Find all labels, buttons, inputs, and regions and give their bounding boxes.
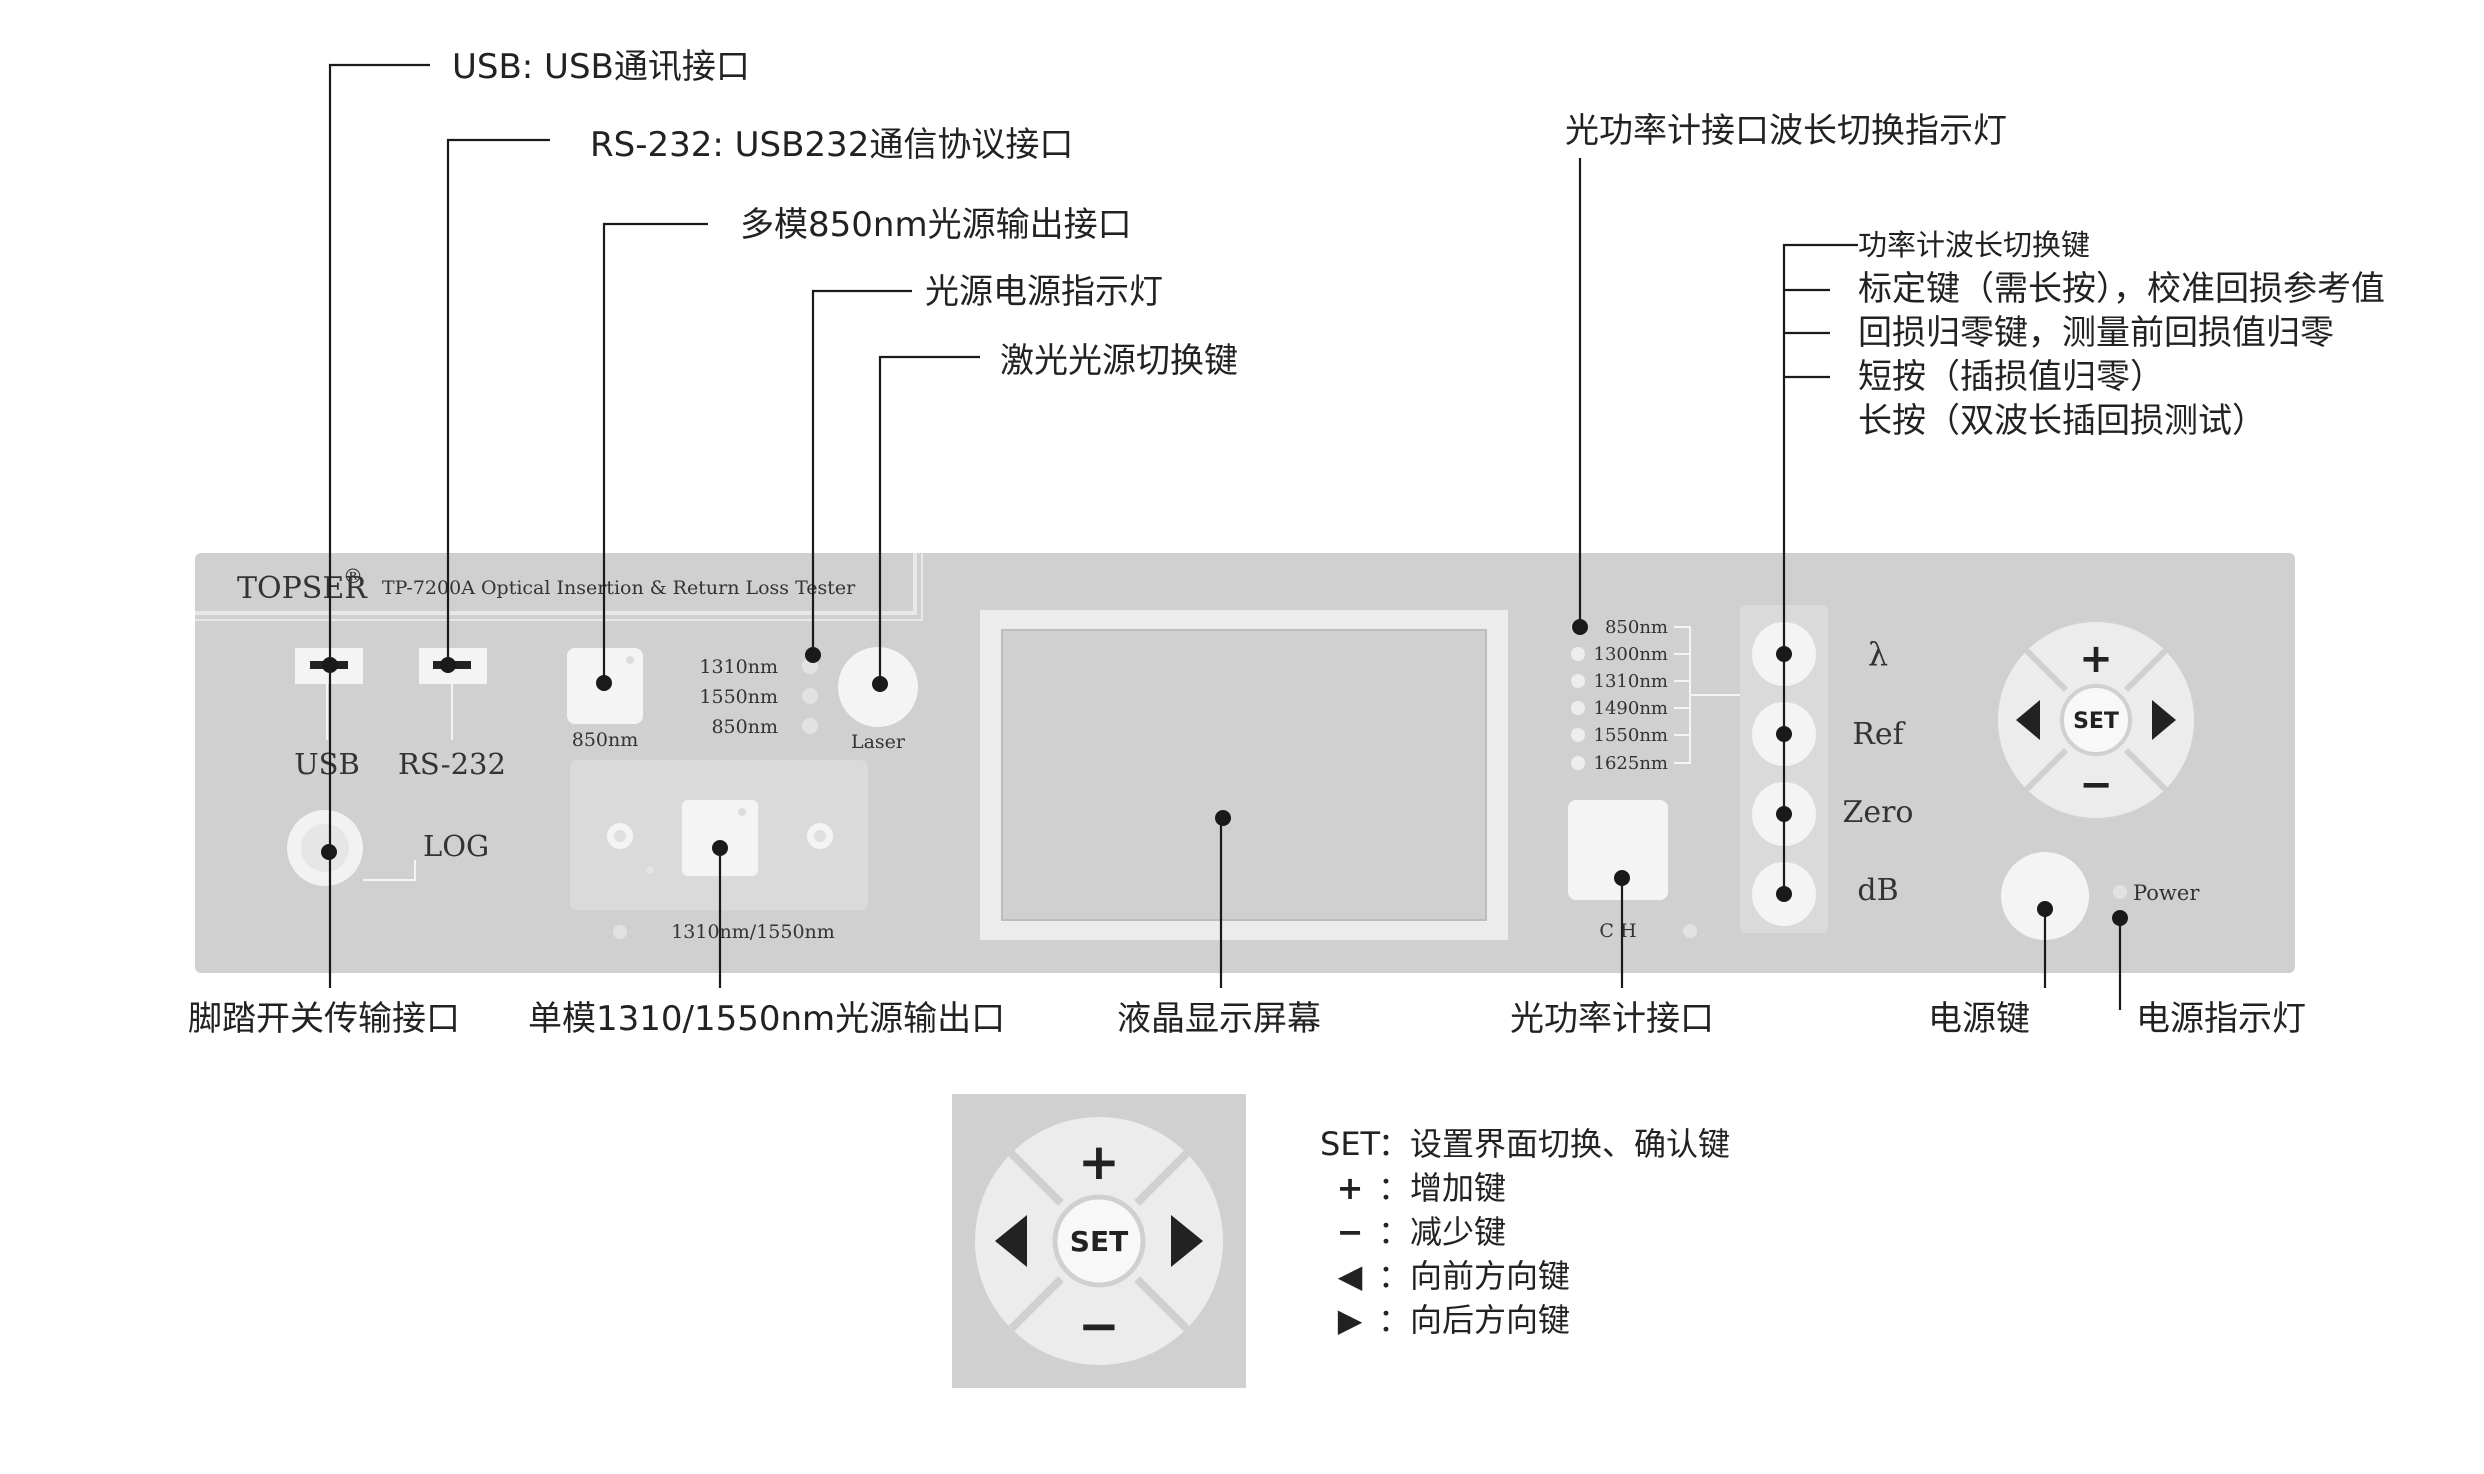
- callout-footswitch: 脚踏开关传输接口: [188, 999, 460, 1039]
- rs232-label: RS-232: [398, 747, 506, 781]
- meter-wl-1625: 1625nm: [1594, 753, 1668, 774]
- right-arrow-icon[interactable]: [2152, 700, 2176, 740]
- callout-power-key: 电源键: [1928, 999, 2030, 1039]
- callout-lambda-key: 功率计波长切换键: [1858, 228, 2090, 262]
- mm850-label: 850nm: [572, 729, 639, 751]
- left-arrow-icon[interactable]: [2016, 700, 2040, 740]
- callout-mm850: 多模850nm光源输出接口: [740, 205, 1132, 245]
- model-name: TP-7200A Optical Insertion & Return Loss…: [382, 577, 856, 599]
- legend-key-plus: +: [1337, 1169, 1364, 1207]
- nav-pad: SET + −: [1998, 622, 2194, 818]
- lcd-screen: [1001, 629, 1487, 921]
- callout-usb: USB: USB通讯接口: [452, 47, 750, 87]
- laser-label: Laser: [851, 731, 906, 753]
- title-plate-border: [195, 553, 917, 615]
- meter-wl-1550: 1550nm: [1594, 725, 1668, 746]
- brand-logo: TOPSER: [237, 571, 368, 606]
- legend-key-right: ▶: [1338, 1301, 1363, 1339]
- callout-source-led: 光源电源指示灯: [925, 272, 1163, 312]
- lambda-label: λ: [1868, 635, 1888, 673]
- callout-rs232: RS-232: USB232通信协议接口: [590, 125, 1073, 165]
- callout-laser-key: 激光光源切换键: [1000, 341, 1238, 381]
- source-wl-1550: 1550nm: [699, 686, 778, 708]
- brand-mark: ®: [343, 564, 363, 588]
- ch-label: C H: [1599, 920, 1636, 942]
- source-led-850: [802, 718, 818, 734]
- callout-meter-port: 光功率计接口: [1510, 999, 1714, 1039]
- legend-set-label: SET: [1070, 1225, 1128, 1258]
- callout-power-led: 电源指示灯: [2136, 999, 2306, 1039]
- legend-key-minus: −: [1337, 1213, 1364, 1251]
- ref-label: Ref: [1852, 717, 1905, 752]
- power-led: [2113, 885, 2127, 899]
- callout-meter-led: 光功率计接口波长切换指示灯: [1565, 111, 2007, 151]
- legend-text-minus: ：减少键: [1378, 1213, 1506, 1251]
- meter-wl-1310: 1310nm: [1594, 671, 1668, 692]
- callout-ref-key: 标定键（需长按），校准回损参考值: [1858, 269, 2385, 309]
- sm-output-port[interactable]: [682, 800, 758, 876]
- plus-key[interactable]: +: [2079, 636, 2113, 682]
- callout-lcd: 液晶显示屏幕: [1117, 999, 1321, 1039]
- meter-led-1550: [1571, 728, 1585, 742]
- meter-led-1310: [1571, 674, 1585, 688]
- meter-wl-1300: 1300nm: [1594, 644, 1668, 665]
- callout-zero-key: 回损归零键，测量前回损值归零: [1858, 313, 2334, 353]
- set-key[interactable]: [2060, 684, 2132, 756]
- legend-text-right: ：向后方向键: [1378, 1301, 1570, 1339]
- log-label: LOG: [423, 829, 489, 863]
- source-wl-850: 850nm: [711, 716, 778, 738]
- zero-label: Zero: [1842, 795, 1913, 830]
- power-label: Power: [2133, 881, 2200, 905]
- leader-dots: [321, 619, 2128, 926]
- legend-text-left: ：向前方向键: [1378, 1257, 1570, 1295]
- legend-text: SET ：设置界面切换、确认键 + ：增加键 − ：减少键 ◀ ：向前方向键 ▶…: [1320, 1125, 1730, 1339]
- legend-left-arrow-icon: [995, 1215, 1027, 1267]
- legend-key-left: ◀: [1338, 1257, 1363, 1295]
- callout-db-long: 长按（双波长插回损测试）: [1858, 401, 2266, 441]
- leader-lines: [328, 63, 2122, 1010]
- set-key-label: SET: [2073, 709, 2119, 734]
- legend-text-plus: ：增加键: [1378, 1169, 1506, 1207]
- title-plate-border-2: [195, 553, 923, 621]
- callout-db-short: 短按（插损值归零）: [1858, 357, 2164, 397]
- meter-wl-1490: 1490nm: [1594, 698, 1668, 719]
- minus-key[interactable]: −: [2079, 762, 2113, 808]
- legend-nav-pad: SET + −: [975, 1117, 1223, 1365]
- legend-key-set: SET: [1320, 1125, 1381, 1163]
- legend-text-set: ：设置界面切换、确认键: [1378, 1125, 1730, 1163]
- meter-led-1300: [1571, 647, 1585, 661]
- usb-label: USB: [294, 747, 360, 781]
- meter-wl-850: 850nm: [1605, 617, 1668, 638]
- db-label: dB: [1857, 873, 1898, 908]
- meter-port[interactable]: [1568, 800, 1668, 900]
- source-led-1550: [802, 688, 818, 704]
- legend-plus-label: +: [1078, 1133, 1120, 1191]
- legend-right-arrow-icon: [1171, 1215, 1203, 1267]
- callout-sm-output: 单模1310/1550nm光源输出口: [528, 999, 1005, 1039]
- sm-output-label: 1310nm/1550nm: [671, 921, 835, 943]
- meter-wavelength-list: 850nm 1300nm 1310nm 1490nm 1550nm 1625nm: [1571, 617, 1760, 774]
- source-wl-1310: 1310nm: [699, 656, 778, 678]
- callouts: USB: USB通讯接口 RS-232: USB232通信协议接口 多模850n…: [188, 47, 2385, 1039]
- legend-minus-label: −: [1078, 1297, 1120, 1355]
- meter-led-1490: [1571, 701, 1585, 715]
- meter-led-1625: [1571, 756, 1585, 770]
- power-key[interactable]: [2001, 852, 2089, 940]
